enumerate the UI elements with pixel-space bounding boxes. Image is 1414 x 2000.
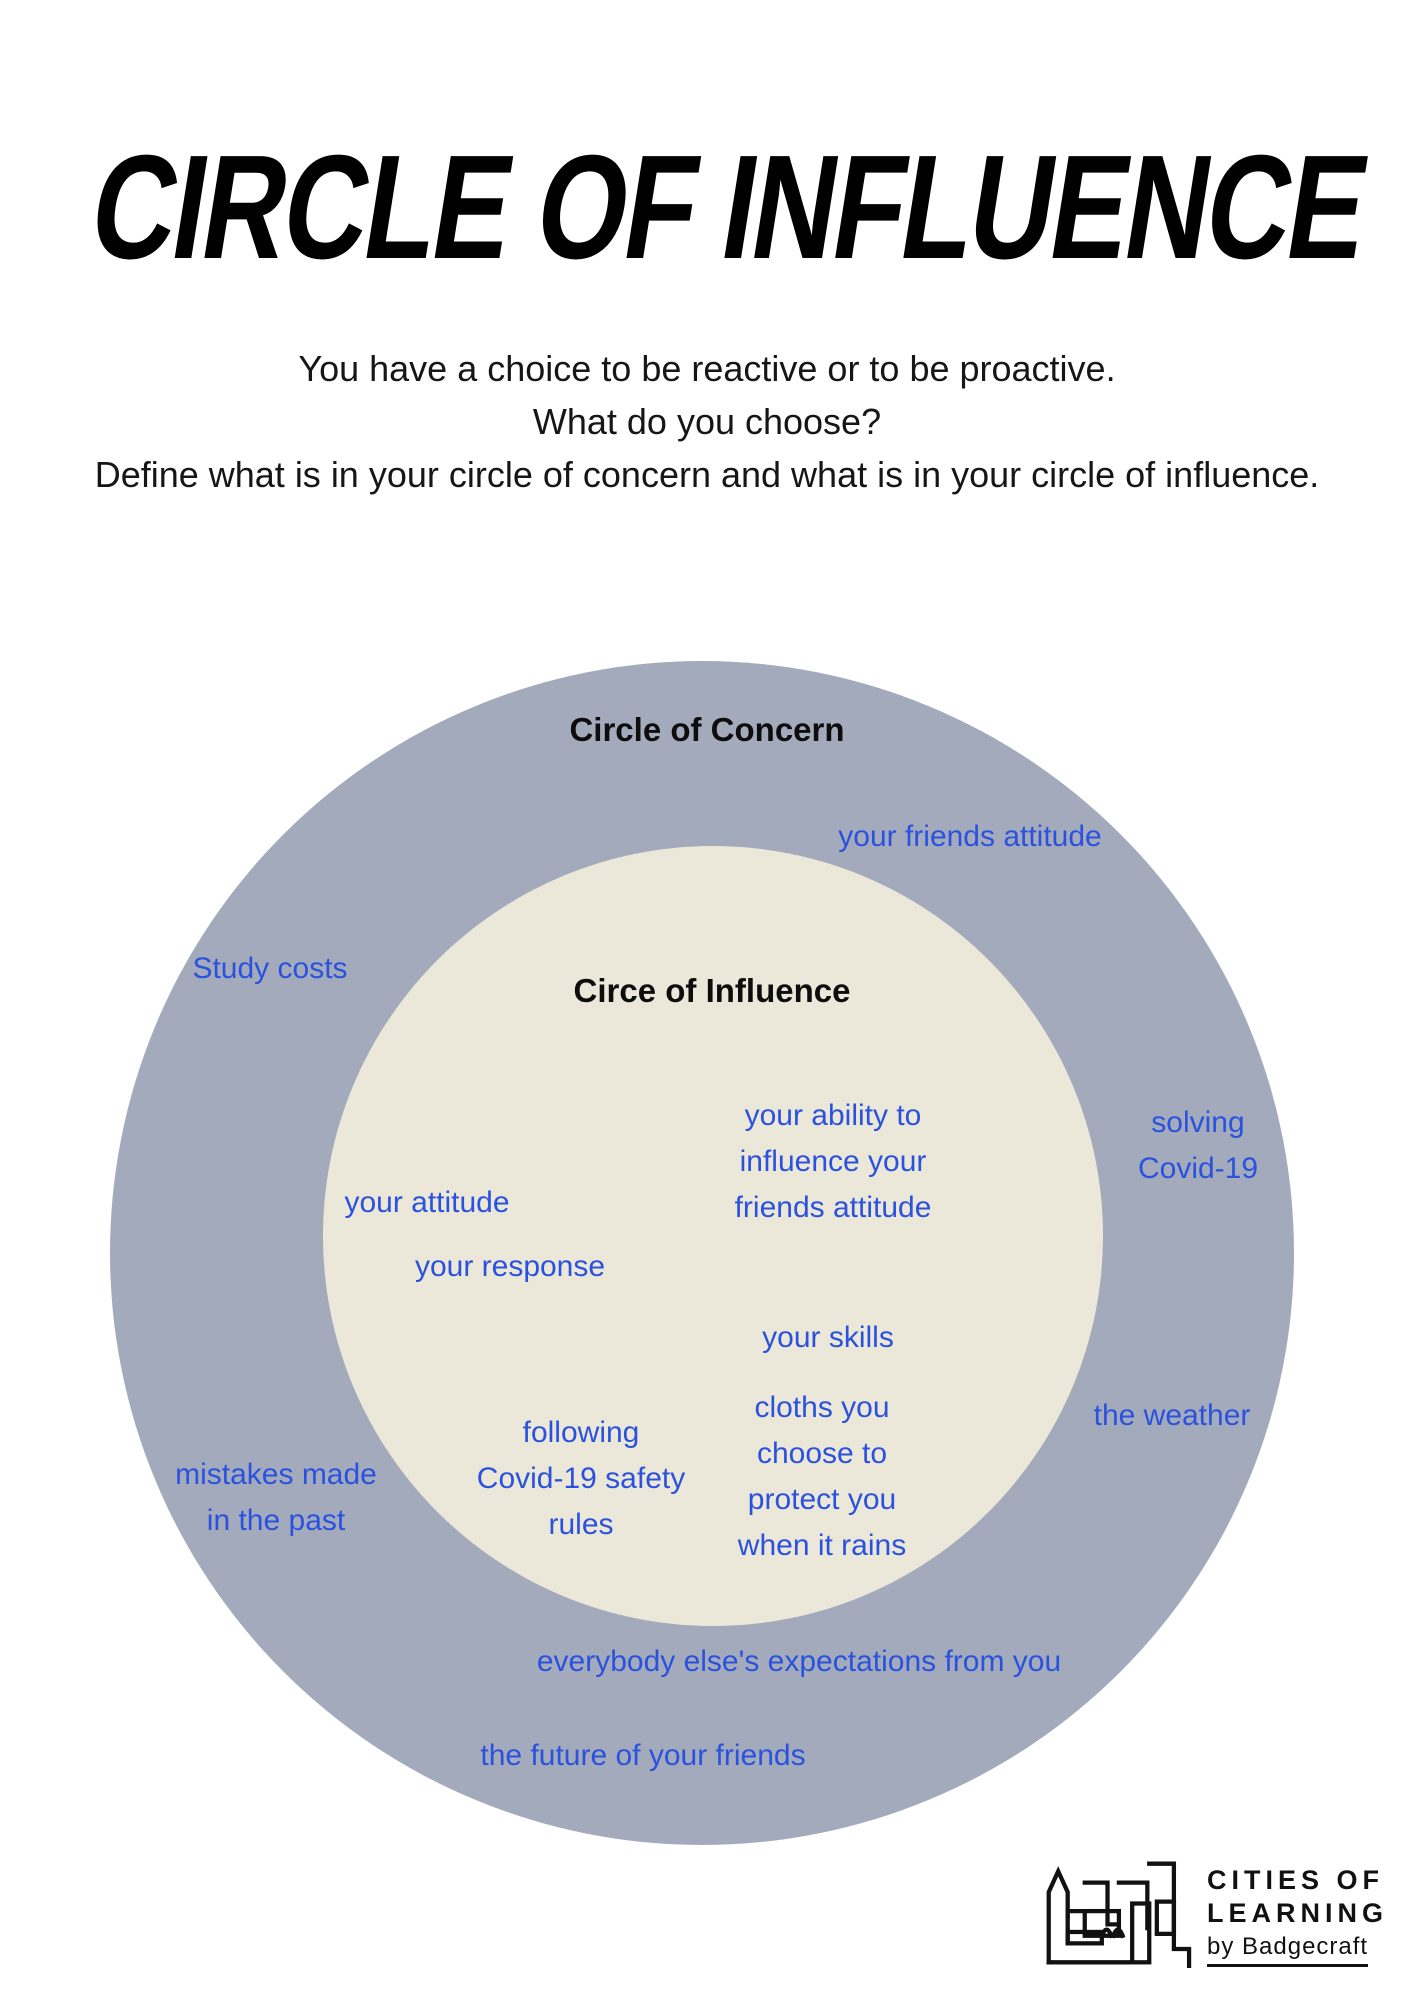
subtitle: You have a choice to be reactive or to b…	[0, 342, 1414, 501]
concern-item-study-costs: Study costs	[192, 952, 348, 985]
circle-of-influence	[323, 846, 1103, 1626]
influence-item-cloths: cloths you choose to protect you when it…	[737, 1391, 907, 1562]
concern-item-future-friends: the future of your friends	[480, 1739, 806, 1772]
concern-item-mistakes: mistakes made in the past	[175, 1458, 377, 1537]
subtitle-line-2: What do you choose?	[532, 401, 882, 442]
city-skyline-icon	[1046, 1861, 1192, 1968]
influence-item-attitude: your attitude	[344, 1186, 510, 1219]
logo-by-badgecraft: by Badgecraft	[1207, 1932, 1369, 1967]
logo-learning: LEARNING	[1207, 1898, 1388, 1928]
concern-item-weather: the weather	[1093, 1399, 1251, 1432]
influence-item-response: your response	[414, 1250, 606, 1283]
influence-item-ability: your ability to influence your friends a…	[734, 1099, 932, 1224]
concern-item-expectations: everybody else's expectations from you	[536, 1645, 1062, 1678]
logo-cities-of: CITIES OF	[1207, 1865, 1385, 1895]
page-title: CIRCLE OF INFLUENCE	[80, 125, 1378, 290]
influence-item-covid-rules: following Covid-19 safety rules	[476, 1416, 686, 1541]
concern-item-friends-attitude: your friends attitude	[838, 820, 1102, 853]
circle-of-influence-label: Circe of Influence	[573, 972, 851, 1009]
subtitle-line-1: You have a choice to be reactive or to b…	[298, 348, 1116, 389]
subtitle-line-3: Define what is in your circle of concern…	[94, 454, 1320, 495]
logo-text: CITIES OF LEARNING by Badgecraft	[1207, 1858, 1388, 1967]
influence-item-skills: your skills	[762, 1321, 894, 1354]
cities-of-learning-logo: CITIES OF LEARNING by Badgecraft	[1041, 1858, 1388, 1968]
circle-of-concern-label: Circle of Concern	[569, 711, 845, 748]
concern-item-solving-covid: solving Covid-19	[1137, 1106, 1259, 1185]
